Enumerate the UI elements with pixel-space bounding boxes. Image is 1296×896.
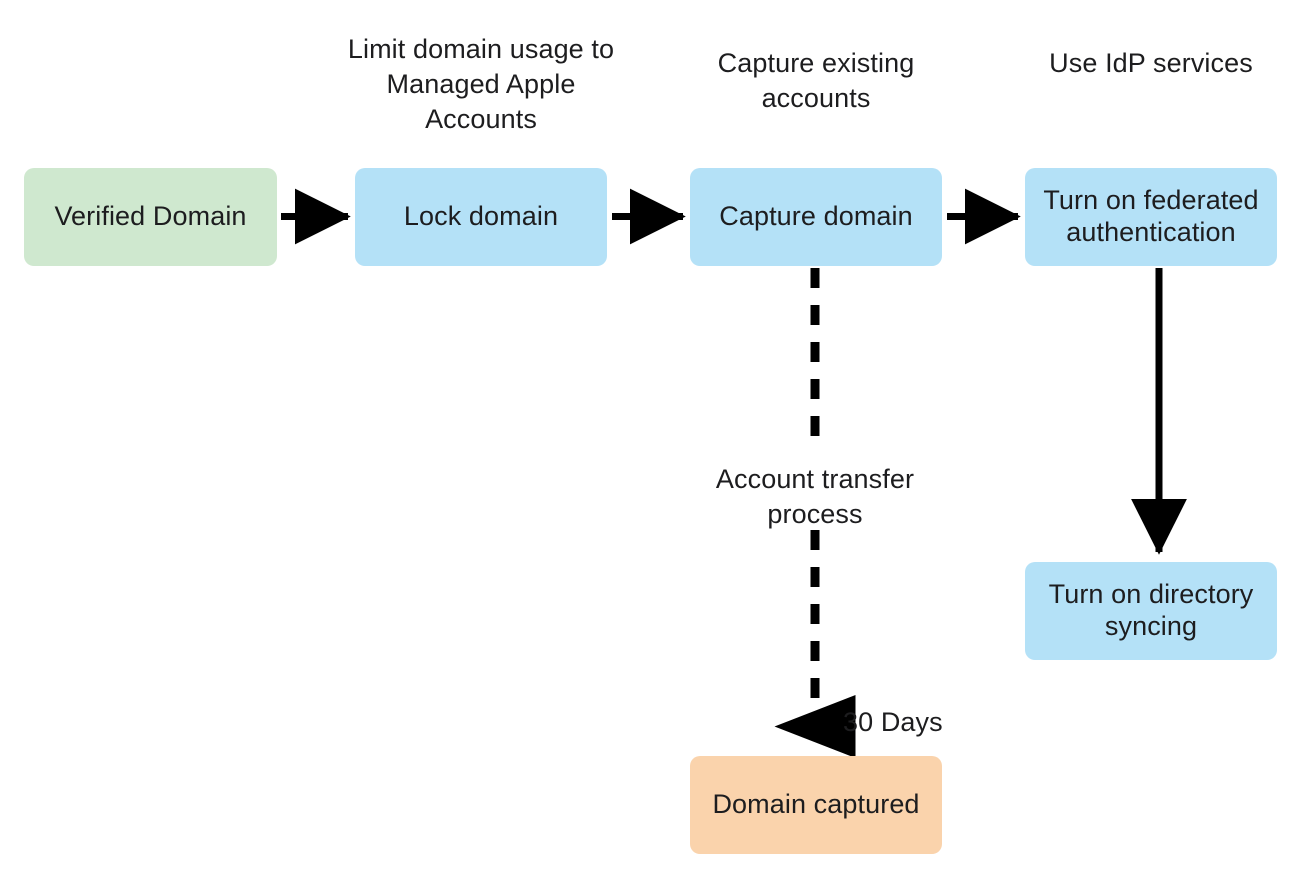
node-verified-domain[interactable]: Verified Domain [24,168,277,266]
node-directory-syncing[interactable]: Turn on directory syncing [1025,562,1277,660]
edge-label-30-days: 30 Days [843,707,943,737]
node-federated-auth[interactable]: Turn on federated authentication [1025,168,1277,266]
node-lock-domain[interactable]: Lock domain [355,168,607,266]
caption-lock-domain: Limit domain usage to Managed Apple Acco… [347,34,615,135]
caption-capture-domain: Capture existing accounts [717,48,915,114]
caption-federated-auth: Use IdP services [1049,48,1253,78]
node-domain-captured[interactable]: Domain captured [690,756,942,854]
edge-label-account-transfer-process: Account transfer process [715,464,915,530]
node-capture-domain[interactable]: Capture domain [690,168,942,266]
